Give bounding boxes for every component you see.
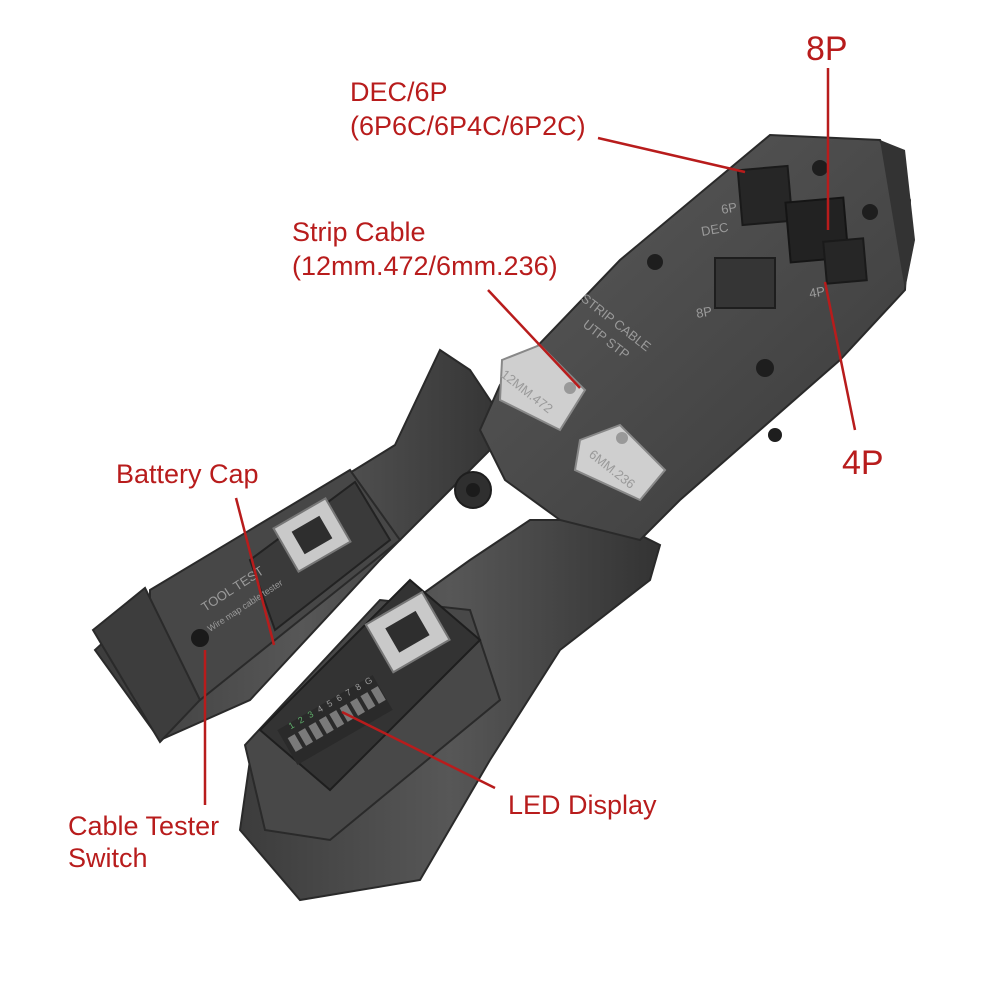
tester-remote-unit — [191, 480, 392, 647]
screw-icons — [647, 160, 878, 442]
callout-strip-line1: Strip Cable — [292, 217, 426, 247]
callout-4p: 4P — [842, 444, 884, 482]
strip-blade-12mm — [498, 343, 587, 432]
callout-strip-line2: (12mm.472/6mm.236) — [292, 251, 558, 281]
led-number-label: 7 — [344, 687, 353, 698]
marking-4p: 4P — [808, 283, 826, 301]
callout-dec6p-line2: (6P6C/6P4C/6P2C) — [350, 111, 586, 141]
leader-battery — [234, 497, 276, 646]
leader-4p — [823, 281, 857, 431]
callout-led-display: LED Display — [508, 790, 657, 820]
crimp-plunger — [714, 257, 776, 309]
led-number-label: 2 — [296, 714, 305, 725]
crimp-die-4p — [822, 237, 868, 285]
callout-switch-line1: Cable Tester — [68, 811, 220, 841]
leader-led — [341, 710, 496, 790]
marking-dec: DEC — [700, 219, 730, 239]
callout-switch-line2: Switch — [68, 843, 148, 873]
tester-switch-button — [191, 629, 209, 647]
tester-main-unit — [258, 578, 482, 792]
leader-dec6p — [597, 136, 746, 174]
marking-8p: 8P — [695, 303, 713, 321]
crimp-die-6p — [736, 164, 794, 227]
callout-battery-cap: Battery Cap — [116, 459, 259, 489]
led-number-label: 1 — [287, 720, 296, 731]
led-number-label: G — [363, 675, 374, 687]
led-number-label: 3 — [306, 709, 315, 720]
led-number-label: 8 — [353, 681, 362, 692]
callout-dec6p-line1: DEC/6P — [350, 77, 448, 107]
led-number-label: 5 — [325, 698, 334, 709]
led-number-label: 4 — [315, 703, 324, 714]
leader-strip — [487, 289, 581, 389]
strip-blade-6mm — [573, 423, 667, 502]
marking-6p: 6P — [720, 199, 738, 217]
callout-lines — [203, 68, 857, 805]
led-number-label: 6 — [334, 692, 343, 703]
callout-8p: 8P — [806, 30, 848, 68]
